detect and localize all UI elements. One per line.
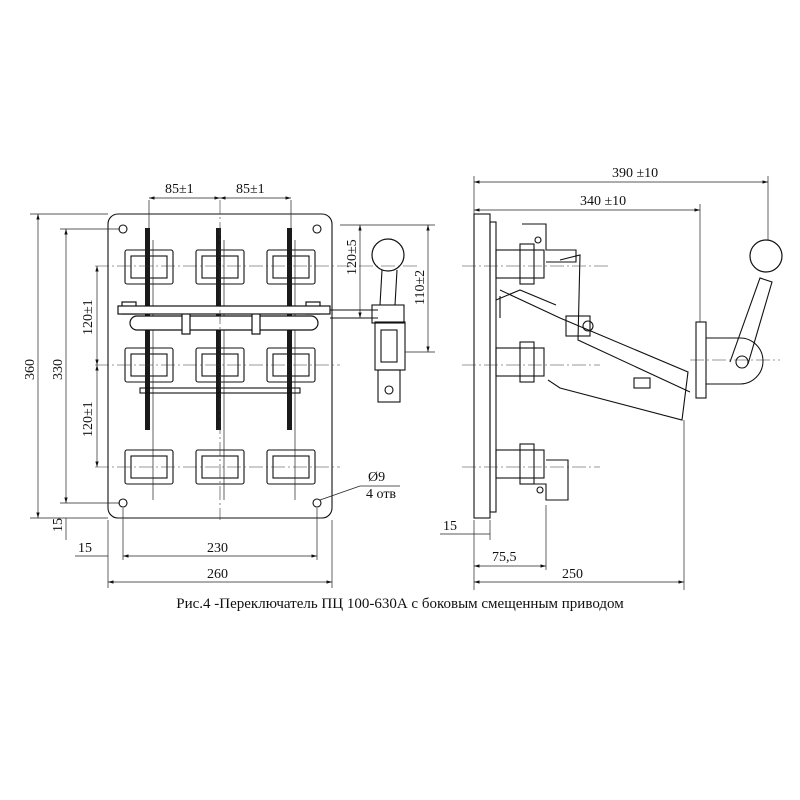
figure-caption: Рис.4 -Переключатель ПЦ 100-630А с боков… xyxy=(176,596,624,612)
dim-height-holes: 330 xyxy=(51,359,66,380)
dim-depth-to-handle: 340 ±10 xyxy=(580,194,626,209)
hole-count-label: 4 отв xyxy=(366,487,396,502)
dim-total-depth: 390 ±10 xyxy=(612,166,658,181)
front-centerlines xyxy=(95,200,420,520)
dim-pitch-right: 85±1 xyxy=(236,182,265,197)
side-dimensions xyxy=(440,176,769,590)
side-lever xyxy=(495,254,691,421)
dim-width-total: 260 xyxy=(207,567,228,582)
drive-shaft xyxy=(117,301,378,335)
dim-width-holes: 230 xyxy=(207,541,228,556)
dim-row-lower: 120±1 xyxy=(81,401,96,437)
side-handle xyxy=(695,239,783,399)
dim-margin-bottom: 15 xyxy=(51,518,66,532)
dim-height-total: 360 xyxy=(23,359,38,380)
dim-handle-height: 110±2 xyxy=(413,270,428,305)
side-centerlines xyxy=(462,265,780,468)
hole-diameter-label: Ø9 xyxy=(368,470,385,485)
front-dimensions xyxy=(30,196,435,588)
side-contacts xyxy=(495,223,577,501)
dim-row-upper: 120±1 xyxy=(81,299,96,335)
side-base-plate xyxy=(473,213,491,519)
front-view: 85±1 85±1 360 330 120±1 120±1 120±5 110±… xyxy=(23,182,435,588)
dim-margin-left: 15 xyxy=(78,541,92,556)
dim-pitch-left: 85±1 xyxy=(165,182,194,197)
side-drive xyxy=(371,238,406,403)
dim-handle-offset: 120±5 xyxy=(345,239,360,275)
dim-depth-250: 250 xyxy=(562,567,583,582)
dim-offset: 75,5 xyxy=(492,550,517,565)
side-view: 390 ±10 340 ±10 15 75,5 250 xyxy=(440,166,783,590)
dim-base-thickness: 15 xyxy=(443,519,457,534)
